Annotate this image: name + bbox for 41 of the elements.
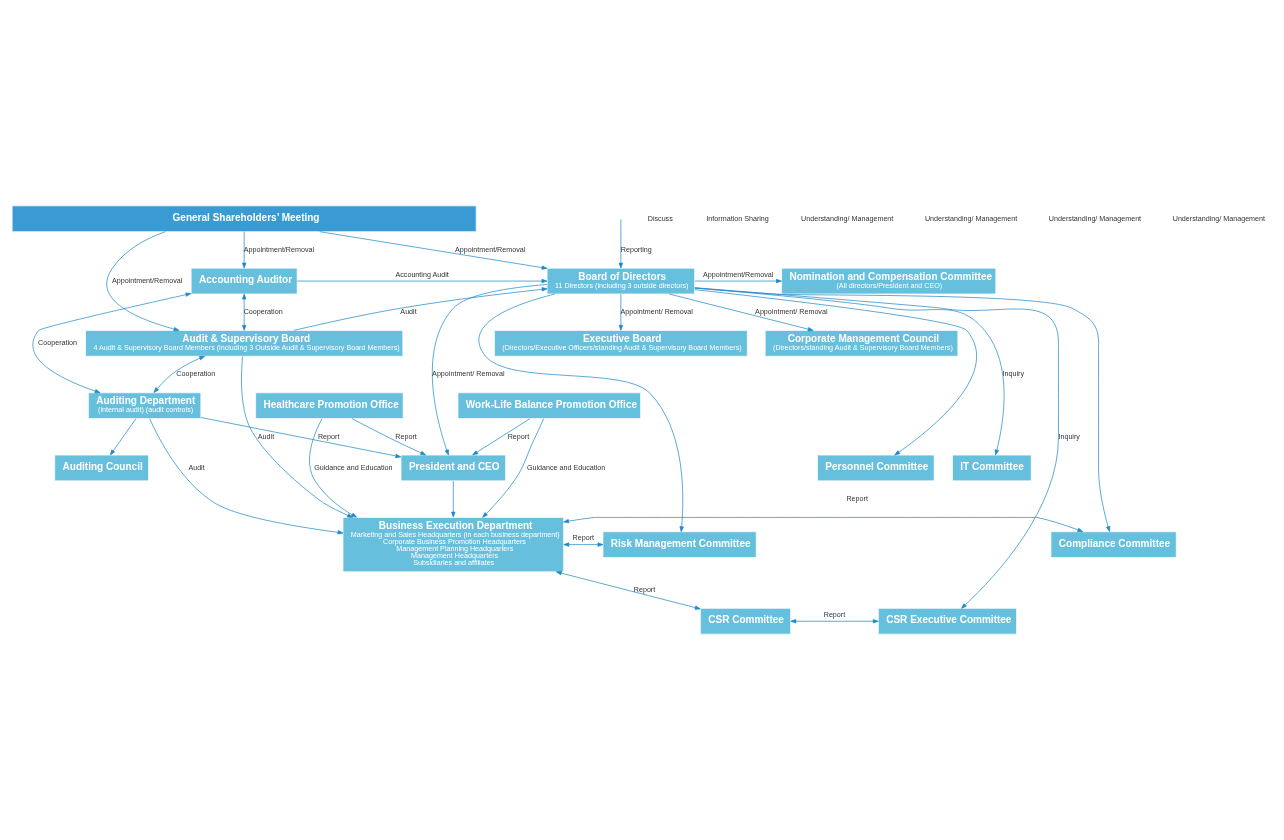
arrow xyxy=(242,231,247,269)
arrow xyxy=(296,278,548,284)
arrow xyxy=(694,287,1059,609)
node-box: Compliance Committee xyxy=(1050,531,1177,558)
arrow xyxy=(32,292,192,394)
node-box: Work-Life Balance Promotion Office xyxy=(457,392,641,419)
node-box: Auditing Council xyxy=(54,454,149,482)
node-box: General Shareholders’ Meeting xyxy=(11,205,477,232)
arrow xyxy=(482,418,544,518)
arrow xyxy=(106,231,180,332)
arrow xyxy=(790,619,879,624)
arrow xyxy=(694,278,782,284)
arrow xyxy=(242,293,247,331)
arrow xyxy=(293,287,548,331)
arrow xyxy=(432,284,548,456)
arrow xyxy=(153,355,205,393)
arrow xyxy=(451,480,456,518)
arrow xyxy=(472,418,531,456)
node-box: CSR Executive Committee xyxy=(878,608,1017,635)
arrow xyxy=(149,418,344,535)
arrow xyxy=(109,418,137,456)
node-box: CSR Committee xyxy=(700,608,791,635)
node-box: IT Committee xyxy=(952,454,1032,482)
arrow xyxy=(351,418,427,456)
node-box: President and CEO xyxy=(400,454,506,482)
arrow xyxy=(200,417,402,459)
arrow xyxy=(555,571,701,610)
node-box: Personnel Committee xyxy=(817,454,935,482)
arrow xyxy=(563,542,604,547)
arrow xyxy=(618,293,623,331)
node-box: Accounting Auditor xyxy=(190,267,298,295)
arrow xyxy=(668,293,814,332)
arrow xyxy=(319,231,548,270)
arrow xyxy=(694,287,1111,532)
arrow xyxy=(241,356,353,518)
node-box: Healthcare Promotion Office xyxy=(255,392,404,419)
arrow xyxy=(478,293,684,533)
arrow xyxy=(618,219,623,269)
node-box: Risk Management Committee xyxy=(602,531,757,558)
arrow xyxy=(309,418,357,518)
arrow xyxy=(563,517,1084,533)
